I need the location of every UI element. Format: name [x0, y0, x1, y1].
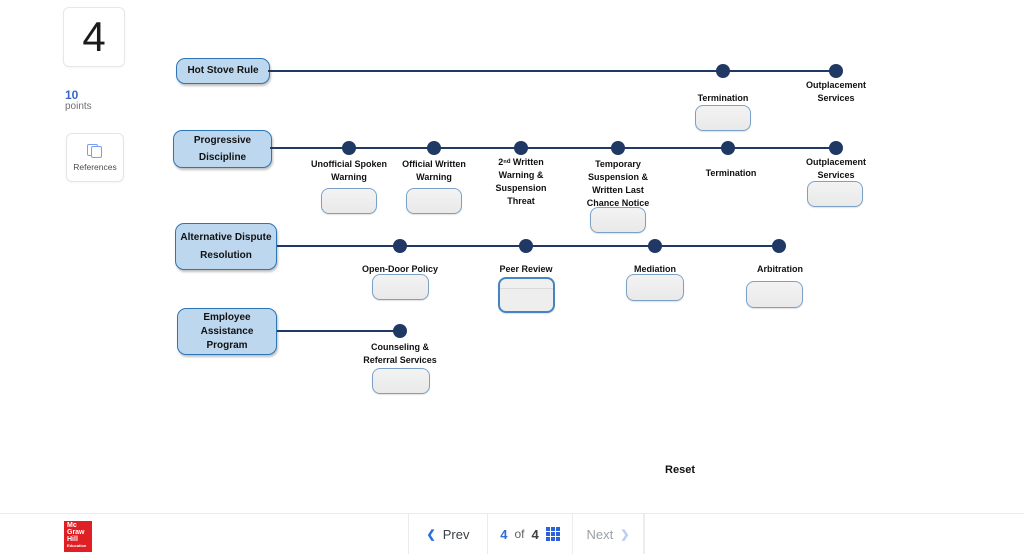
item-label: Temporary Suspension & Written Last Chan… [586, 159, 650, 208]
reset-button[interactable]: Reset [665, 464, 695, 476]
timeline-dot [716, 64, 730, 78]
drop-target[interactable] [746, 281, 803, 308]
item-label: Unofficial Spoken Warning [310, 159, 387, 182]
timeline-dot [427, 141, 441, 155]
drop-target[interactable] [695, 105, 751, 131]
timeline-dot [393, 239, 407, 253]
timeline-dot [721, 141, 735, 155]
next-button[interactable]: Next ❯ [573, 514, 644, 554]
references-icon [87, 143, 103, 159]
item-label: Peer Review [499, 264, 553, 274]
chevron-right-icon: ❯ [620, 528, 630, 541]
drop-target[interactable] [590, 207, 646, 233]
item-label: Outplacement Services [805, 157, 866, 180]
references-label: References [73, 161, 117, 172]
drop-target[interactable] [406, 188, 462, 214]
pagination-bar: ❮ Prev 4 of 4 Next ❯ [408, 514, 645, 554]
timeline-line [268, 70, 838, 72]
drop-target[interactable] [321, 188, 377, 214]
logo-line: Graw [67, 528, 85, 536]
item-label: Termination [697, 93, 749, 103]
item-label: Counseling & Referral Services [363, 342, 437, 365]
drop-target[interactable] [626, 274, 684, 301]
item-label: Arbitration [757, 264, 803, 274]
logo-line: Education [67, 543, 87, 549]
points-label: points [65, 101, 92, 112]
logo-line: Mc [67, 522, 77, 529]
page-current: 4 [500, 526, 508, 542]
mcgraw-hill-logo: Mc Graw Hill Education [64, 521, 92, 552]
timeline-dot [648, 239, 662, 253]
timeline-line [277, 330, 401, 332]
question-number-card: 4 [63, 7, 125, 67]
drop-target[interactable] [372, 368, 430, 394]
page-total: 4 [531, 526, 539, 542]
logo-line: Hill [67, 535, 78, 543]
timeline-dot [611, 141, 625, 155]
page-of-label: of [514, 527, 525, 541]
prev-button[interactable]: ❮ Prev [409, 514, 488, 554]
footer-divider [0, 513, 1024, 514]
item-label: Mediation [634, 264, 676, 274]
timeline-dot [393, 324, 407, 338]
timeline-dot [342, 141, 356, 155]
item-label: Outplacement Services [805, 80, 866, 103]
drop-target[interactable] [498, 277, 555, 313]
timeline-dot [829, 141, 843, 155]
references-button[interactable]: References [66, 133, 124, 182]
timeline-dot [772, 239, 786, 253]
row-label-hot-stove-rule: Hot Stove Rule [176, 58, 270, 84]
drop-target[interactable] [372, 274, 429, 300]
page-indicator: 4 of 4 [488, 514, 573, 554]
timeline-dot [829, 64, 843, 78]
row-label-alternative-dispute-resolution: Alternative Dispute Resolution [175, 223, 277, 270]
points-value: 10 [65, 88, 79, 102]
item-label: Termination [705, 168, 757, 178]
row-label-employee-assistance-program: Employee Assistance Program [177, 308, 277, 355]
drop-target[interactable] [807, 181, 863, 207]
prev-label: Prev [442, 526, 470, 542]
timeline-dot [519, 239, 533, 253]
item-label: Open-Door Policy [361, 264, 438, 274]
grid-icon[interactable] [545, 527, 560, 541]
next-label: Next [586, 526, 614, 542]
item-label: 2ⁿᵈ Written Warning & Suspension Threat [495, 157, 547, 206]
timeline-dot [514, 141, 528, 155]
timeline-line [270, 147, 838, 149]
row-label-progressive-discipline: Progressive Discipline [173, 130, 272, 168]
item-label: Official Written Warning [402, 159, 466, 182]
chevron-left-icon: ❮ [426, 528, 436, 541]
